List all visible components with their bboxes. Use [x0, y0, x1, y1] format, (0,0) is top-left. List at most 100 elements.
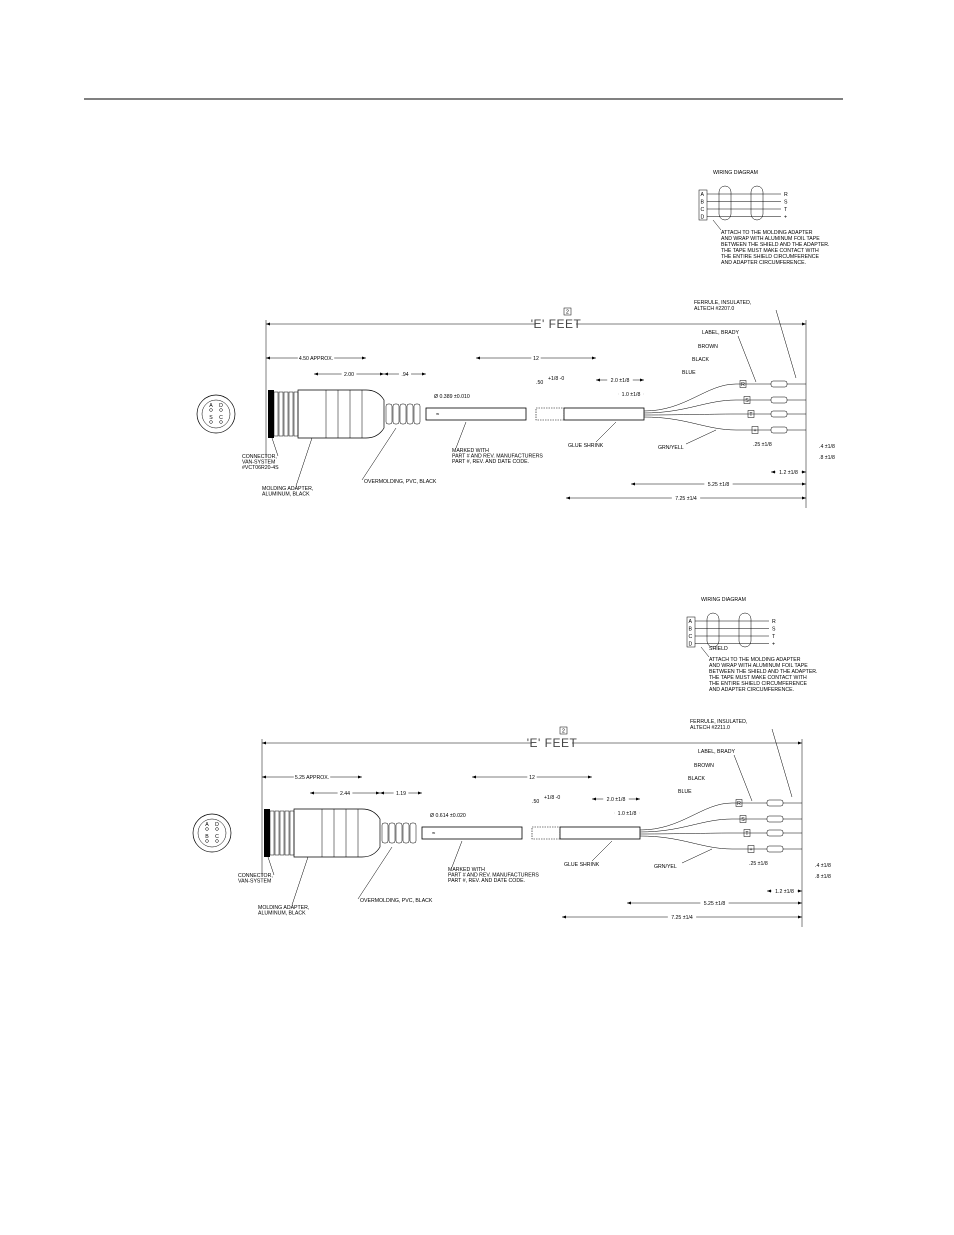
- overmolding-rib: [388, 822, 396, 844]
- conductor-wire: [639, 832, 733, 835]
- molding-adapter: [293, 808, 381, 858]
- overmolding-rib: [409, 822, 417, 844]
- label-brady-callout: LABEL, BRADY: [702, 330, 739, 336]
- dim-onetwo-gap: [771, 887, 798, 894]
- wire-label-tag: [743, 829, 751, 837]
- connector-pin-label: A: [209, 403, 213, 409]
- dim-seven-gap: [667, 913, 697, 920]
- wire-label-tag: [739, 815, 747, 823]
- wiring-leader: [712, 219, 722, 231]
- revision-box: [563, 307, 572, 316]
- wiring-leader: [700, 646, 710, 658]
- break-symbol: ≈: [436, 412, 440, 418]
- overall-length-label: 'E' FEET: [527, 736, 578, 750]
- connector-pin-label: B: [205, 834, 209, 840]
- molding-callout: MOLDING ADAPTER,: [262, 486, 313, 492]
- black-callout: BLACK: [692, 357, 710, 363]
- ferrule-callout: FERRULE, INSULATED,: [690, 719, 747, 725]
- dim-eight: .8 ±1/8: [815, 874, 831, 880]
- overmolding-rib: [392, 403, 400, 425]
- connector-callout: CONNECTOR,: [242, 454, 277, 460]
- callout-leader: [357, 846, 393, 900]
- wiring-note: AND ADAPTER CIRCUMFERENCE.: [709, 687, 794, 693]
- revision-box: [559, 726, 568, 735]
- glue-shrink-callout: GLUE SHRINK: [564, 862, 600, 868]
- dim-one-gap: [614, 809, 640, 816]
- dim-approx: 4.50 APPROX.: [299, 356, 333, 362]
- molding-callout: ALUMINUM, BLACK: [258, 911, 306, 917]
- wire-label-tag: [739, 380, 747, 388]
- dim-body-gap: [337, 789, 353, 796]
- dim-fifty-tol: +1/8 -0: [548, 376, 564, 382]
- callout-leader: [733, 754, 753, 802]
- dim-two: 2.0 ±1/8: [611, 378, 630, 384]
- wiring-right-pin: R: [772, 619, 776, 625]
- dim-diameter: Ø 0.389 ±0.010: [434, 394, 470, 400]
- connector-face-outer: [196, 394, 236, 434]
- wiring-note: ATTACH TO THE MOLDING ADAPTER: [721, 230, 813, 236]
- connector-face-inner: [201, 399, 231, 429]
- callout-leader: [591, 840, 613, 862]
- connector-callout: CONNECTOR,: [238, 873, 273, 879]
- arrowhead: [358, 775, 362, 779]
- dim-twelve: 12: [533, 356, 539, 362]
- glue-shrink: [563, 407, 645, 421]
- blue-callout: BLUE: [678, 789, 692, 795]
- ferrule: [766, 799, 784, 807]
- arrowhead: [802, 496, 806, 500]
- conductor-wire: [639, 802, 733, 831]
- wiring-note: AND WRAP WITH ALUMINUM FOIL TAPE: [721, 236, 820, 242]
- break-symbol: ≈: [432, 831, 436, 837]
- arrowhead: [588, 775, 592, 779]
- wiring-right-pin: +: [772, 642, 775, 648]
- arrowhead: [310, 791, 314, 795]
- arrowhead: [767, 889, 771, 893]
- dim-five: 5.25 ±1/8: [704, 901, 726, 907]
- arrowhead: [592, 356, 596, 360]
- ferrule: [766, 815, 784, 823]
- ferrule: [766, 845, 784, 853]
- arrowhead: [266, 322, 270, 326]
- dim-fifty: .50: [532, 799, 539, 805]
- callout-leader: [451, 840, 463, 868]
- connector-ring: [288, 391, 294, 437]
- revision-number: 2: [562, 729, 565, 735]
- marked-callout: PART # AND REV. MANUFACTURERS: [448, 873, 539, 879]
- arrowhead: [418, 791, 422, 795]
- marked-callout: MARKED WITH: [448, 867, 485, 873]
- ferrule-callout: FERRULE, INSULATED,: [694, 300, 751, 306]
- wiring-right-pin: S: [772, 627, 776, 633]
- connector-pin: [219, 408, 223, 412]
- glue-shrink: [559, 826, 641, 840]
- wire-label-text: +: [753, 428, 756, 434]
- connector-pin: [219, 420, 223, 424]
- ferrule-callout: ALTECH #2211.0: [690, 725, 730, 731]
- wire-label-text: R: [741, 382, 745, 388]
- conductor-wire: [639, 818, 733, 833]
- brown-callout: BROWN: [694, 763, 714, 769]
- marked-callout: PART #, REV. AND DATE CODE.: [448, 878, 525, 884]
- wiring-note: THE ENTIRE SHIELD CIRCUMFERENCE: [721, 254, 820, 260]
- braided-shield: [535, 407, 565, 421]
- callout-leader: [685, 429, 717, 445]
- wire-label-text: R: [737, 801, 741, 807]
- wiring-note: THE TAPE MUST MAKE CONTACT WITH: [709, 675, 807, 681]
- connector-pin-label: D: [215, 822, 219, 828]
- dim-fifty-tol: +1/8 -0: [544, 795, 560, 801]
- wiring-diagram-title: WIRING DIAGRAM: [701, 597, 746, 603]
- arrowhead: [802, 482, 806, 486]
- dim-two-gap: [603, 795, 629, 802]
- wiring-right-pin: T: [784, 207, 788, 213]
- wiring-note: AND ADAPTER CIRCUMFERENCE.: [721, 260, 806, 266]
- overmolding-callout: OVERMOLDING, PVC, BLACK: [360, 898, 433, 904]
- dim-seven: 7.25 ±1/4: [671, 915, 693, 921]
- dim-twelve-gap: [527, 773, 537, 780]
- callout-leader: [737, 335, 757, 383]
- wiring-note: BETWEEN THE SHIELD AND THE ADAPTER.: [709, 669, 817, 675]
- wiring-left-pin: C: [689, 634, 693, 640]
- connector-ring: [273, 391, 279, 437]
- wiring-left-pin: C: [701, 207, 705, 213]
- ferrule: [770, 426, 788, 434]
